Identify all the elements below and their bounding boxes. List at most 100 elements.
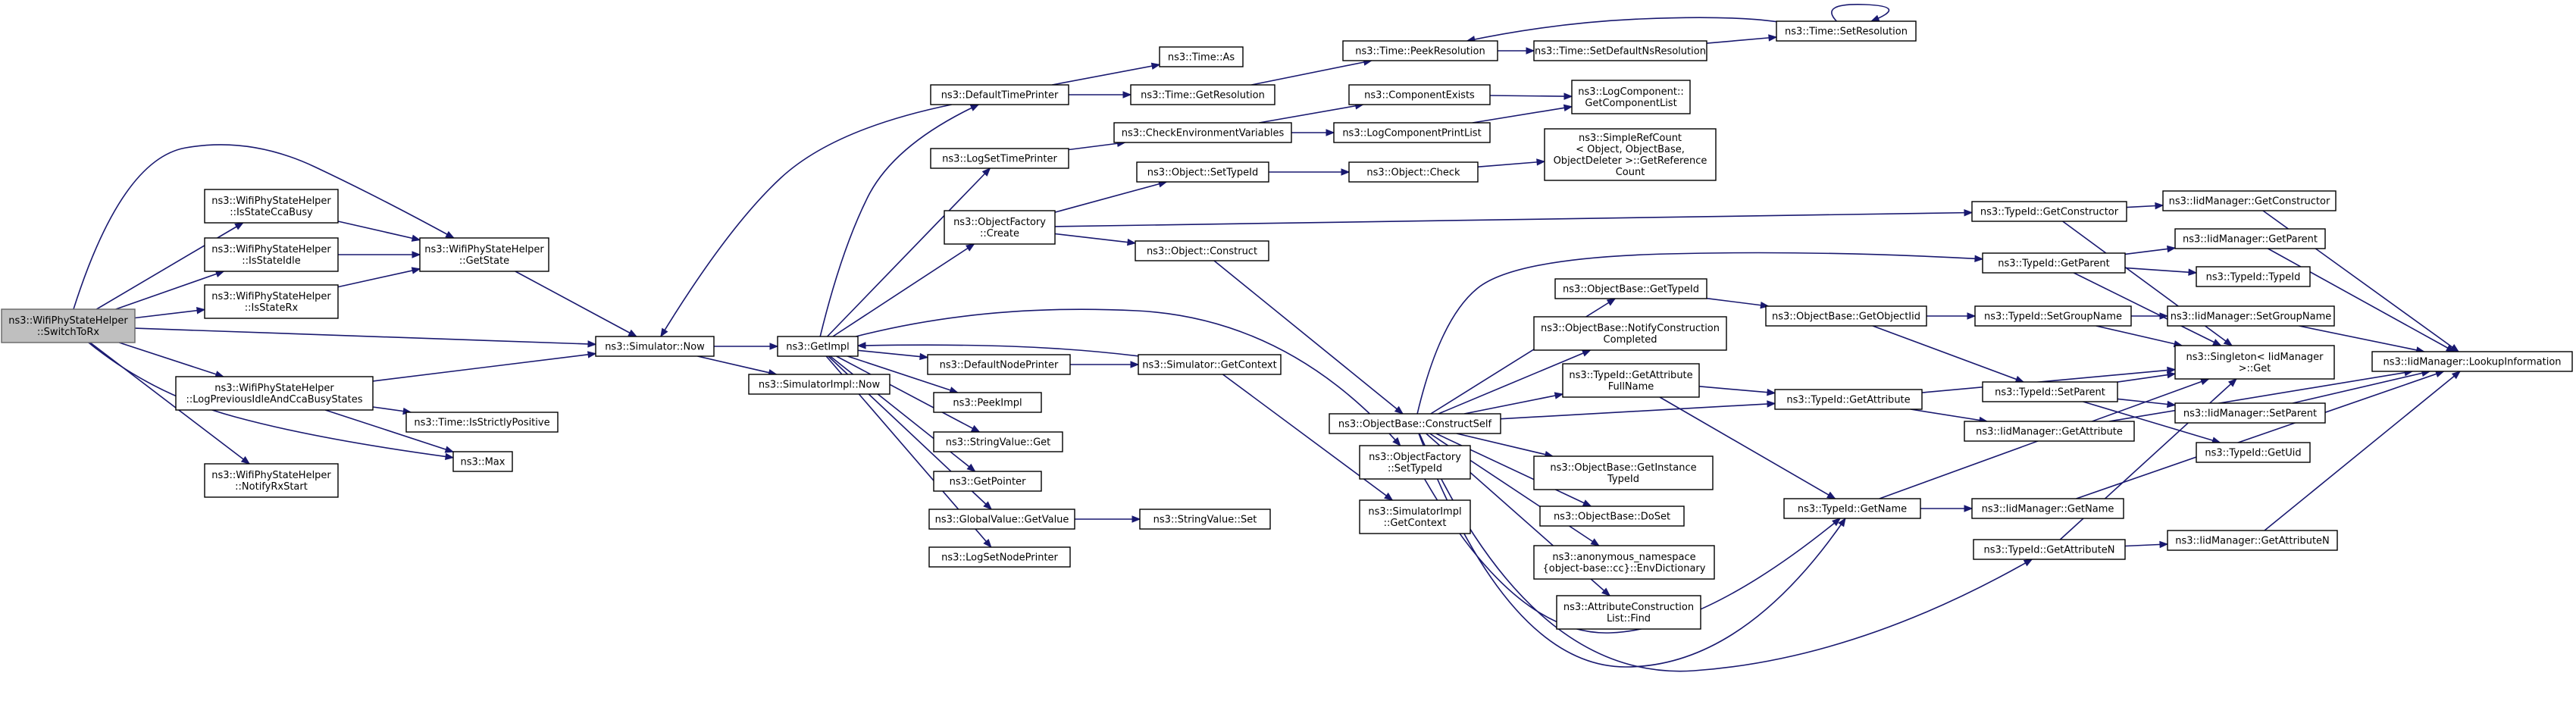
node-anon-namespace-env-dictionary[interactable]: ns3::anonymous_namespace{object-base::cc… bbox=[1533, 545, 1715, 580]
node-default-node-printer[interactable]: ns3::DefaultNodePrinter bbox=[927, 354, 1071, 375]
node-check-env-vars[interactable]: ns3::CheckEnvironmentVariables bbox=[1113, 122, 1292, 143]
node-object-base-get-type-id[interactable]: ns3::ObjectBase::GetTypeId bbox=[1554, 278, 1707, 299]
node-max[interactable]: ns3::Max bbox=[452, 451, 513, 472]
arrowhead bbox=[769, 343, 779, 350]
arrowhead bbox=[1581, 349, 1592, 357]
node-box bbox=[1, 308, 136, 343]
edge-line bbox=[2117, 373, 2176, 383]
node-time-is-strictly-positive[interactable]: ns3::Time::IsStrictlyPositive bbox=[405, 412, 559, 433]
node-string-value-set[interactable]: ns3::StringValue::Set bbox=[1139, 509, 1271, 530]
node-label: ::IsStateCcaBusy bbox=[230, 207, 313, 218]
node-simple-ref-count-get-reference-count[interactable]: ns3::SimpleRefCount< Object, ObjectBase,… bbox=[1544, 128, 1717, 181]
node-time-as[interactable]: ns3::Time::As bbox=[1159, 46, 1244, 67]
edge-get-impl-to-default-node-printer bbox=[857, 349, 929, 361]
node-switch-to-rx[interactable]: ns3::WifiPhyStateHelper::SwitchToRx bbox=[1, 308, 136, 343]
node-is-state-idle[interactable]: ns3::WifiPhyStateHelper::IsStateIdle bbox=[204, 237, 339, 272]
node-type-id-get-parent[interactable]: ns3::TypeId::GetParent bbox=[1982, 252, 2126, 274]
node-object-factory-set-type-id[interactable]: ns3::ObjectFactory::SetTypeId bbox=[1359, 445, 1471, 480]
node-box bbox=[452, 451, 513, 472]
edge-line bbox=[2083, 401, 2221, 443]
node-simulator-impl-now[interactable]: ns3::SimulatorImpl::Now bbox=[748, 374, 890, 395]
node-notify-rx-start[interactable]: ns3::WifiPhyStateHelper::NotifyRxStart bbox=[204, 463, 339, 498]
node-time-set-resolution[interactable]: ns3::Time::SetResolution bbox=[1776, 20, 1917, 42]
edge-line bbox=[856, 308, 1401, 446]
edge-iid-manager-get-parent-to-iid-manager-lookup-information bbox=[2268, 248, 2455, 352]
edge-type-id-set-parent-to-iid-manager-set-parent bbox=[2117, 398, 2177, 408]
node-iid-manager-set-parent[interactable]: ns3::IidManager::SetParent bbox=[2174, 402, 2326, 424]
node-is-state-cca-busy[interactable]: ns3::WifiPhyStateHelper::IsStateCcaBusy bbox=[204, 189, 339, 224]
node-get-impl[interactable]: ns3::GetImpl bbox=[777, 336, 859, 357]
node-is-state-rx[interactable]: ns3::WifiPhyStateHelper::IsStateRx bbox=[204, 284, 339, 319]
node-type-id-set-group-name[interactable]: ns3::TypeId::SetGroupName bbox=[1974, 305, 2132, 327]
node-get-state[interactable]: ns3::WifiPhyStateHelper::GetState bbox=[419, 237, 549, 272]
node-iid-manager-get-name[interactable]: ns3::IidManager::GetName bbox=[1971, 498, 2124, 519]
arrowhead bbox=[444, 446, 455, 453]
node-time-set-default-ns-resolution[interactable]: ns3::Time::SetDefaultNsResolution bbox=[1533, 40, 1707, 61]
arrowhead bbox=[1590, 538, 1600, 546]
node-label: ns3::SimulatorImpl::Now bbox=[759, 380, 881, 391]
arrowhead bbox=[240, 455, 251, 465]
arrowhead bbox=[2167, 245, 2177, 253]
node-simulator-now[interactable]: ns3::Simulator::Now bbox=[595, 336, 715, 357]
node-type-id-get-attribute-n[interactable]: ns3::TypeId::GetAttributeN bbox=[1973, 539, 2126, 560]
node-log-set-time-printer[interactable]: ns3::LogSetTimePrinter bbox=[930, 148, 1069, 169]
node-default-time-printer[interactable]: ns3::DefaultTimePrinter bbox=[930, 84, 1069, 105]
edge-object-construct-to-object-base-construct-self bbox=[1213, 260, 1404, 415]
node-get-pointer[interactable]: ns3::GetPointer bbox=[933, 471, 1042, 492]
node-log-component-print-list[interactable]: ns3::LogComponentPrintList bbox=[1333, 122, 1491, 143]
edge-line bbox=[1872, 325, 2024, 383]
node-iid-manager-lookup-information[interactable]: ns3::IidManager::LookupInformation bbox=[2371, 351, 2573, 372]
node-component-exists[interactable]: ns3::ComponentExists bbox=[1348, 84, 1491, 105]
node-object-construct[interactable]: ns3::Object::Construct bbox=[1135, 240, 1269, 261]
arrowhead bbox=[2188, 268, 2198, 276]
node-type-id-get-name[interactable]: ns3::TypeId::GetName bbox=[1783, 498, 1921, 519]
node-object-base-notify-construction-completed[interactable]: ns3::ObjectBase::NotifyConstructionCompl… bbox=[1533, 316, 1727, 351]
edge-object-base-get-object-iid-to-type-id-set-parent bbox=[1872, 325, 2025, 383]
node-time-peek-resolution[interactable]: ns3::Time::PeekResolution bbox=[1342, 40, 1498, 61]
node-object-set-type-id[interactable]: ns3::Object::SetTypeId bbox=[1136, 161, 1269, 183]
node-iid-manager-get-attribute-n[interactable]: ns3::IidManager::GetAttributeN bbox=[2167, 530, 2338, 551]
node-singleton-iid-manager-get[interactable]: ns3::Singleton< IidManager>::Get bbox=[2174, 345, 2335, 380]
node-iid-manager-get-parent[interactable]: ns3::IidManager::GetParent bbox=[2174, 228, 2326, 249]
node-label: ns3::GlobalValue::GetValue bbox=[935, 515, 1069, 526]
node-peek-impl[interactable]: ns3::PeekImpl bbox=[933, 392, 1042, 413]
node-log-set-node-printer[interactable]: ns3::LogSetNodePrinter bbox=[928, 546, 1071, 568]
node-iid-manager-set-group-name[interactable]: ns3::IidManager::SetGroupName bbox=[2167, 305, 2335, 327]
node-simulator-get-context[interactable]: ns3::Simulator::GetContext bbox=[1138, 354, 1282, 375]
arrowhead bbox=[1606, 298, 1617, 306]
node-type-id-get-attribute[interactable]: ns3::TypeId::GetAttribute bbox=[1774, 389, 1923, 410]
node-object-base-get-object-iid[interactable]: ns3::ObjectBase::GetObjectIid bbox=[1765, 305, 1927, 327]
node-type-id-set-parent[interactable]: ns3::TypeId::SetParent bbox=[1982, 381, 2118, 402]
node-type-id-get-constructor[interactable]: ns3::TypeId::GetConstructor bbox=[1971, 201, 2127, 222]
node-global-value-get-value[interactable]: ns3::GlobalValue::GetValue bbox=[928, 509, 1075, 530]
node-log-prev-idle[interactable]: ns3::WifiPhyStateHelper::LogPreviousIdle… bbox=[175, 376, 374, 411]
arrowhead bbox=[411, 267, 421, 274]
node-object-factory-create[interactable]: ns3::ObjectFactory::Create bbox=[944, 210, 1056, 245]
node-box bbox=[1554, 278, 1707, 299]
edge-line bbox=[819, 104, 979, 337]
node-iid-manager-get-attribute[interactable]: ns3::IidManager::GetAttribute bbox=[1964, 421, 2135, 442]
node-type-id-type-id[interactable]: ns3::TypeId::TypeId bbox=[2196, 266, 2311, 287]
edge-line bbox=[2299, 325, 2424, 352]
node-object-base-construct-self[interactable]: ns3::ObjectBase::ConstructSelf bbox=[1329, 413, 1501, 434]
edge-get-impl-to-log-set-time-printer bbox=[827, 167, 991, 337]
node-log-component-get-component-list[interactable]: ns3::LogComponent::GetComponentList bbox=[1571, 80, 1691, 114]
arrowhead bbox=[2167, 366, 2177, 374]
arrowhead bbox=[2155, 202, 2164, 210]
node-string-value-get[interactable]: ns3::StringValue::Get bbox=[933, 431, 1063, 452]
node-time-get-resolution[interactable]: ns3::Time::GetResolution bbox=[1130, 84, 1275, 105]
node-type-id-get-uid[interactable]: ns3::TypeId::GetUid bbox=[2196, 442, 2311, 463]
edge-line bbox=[1910, 408, 1988, 422]
edge-line bbox=[2292, 371, 2430, 404]
node-object-base-do-set[interactable]: ns3::ObjectBase::DoSet bbox=[1539, 505, 1685, 527]
edge-switch-to-rx-to-simulator-now bbox=[134, 327, 597, 348]
node-object-check[interactable]: ns3::Object::Check bbox=[1348, 161, 1479, 183]
node-box bbox=[1556, 595, 1701, 630]
edge-global-value-get-value-to-string-value-set bbox=[1075, 515, 1141, 523]
node-iid-manager-get-constructor[interactable]: ns3::IidManager::GetConstructor bbox=[2162, 190, 2337, 211]
node-simulator-impl-get-context[interactable]: ns3::SimulatorImpl::GetContext bbox=[1359, 499, 1471, 534]
node-label: ns3::Singleton< IidManager bbox=[2186, 352, 2324, 363]
